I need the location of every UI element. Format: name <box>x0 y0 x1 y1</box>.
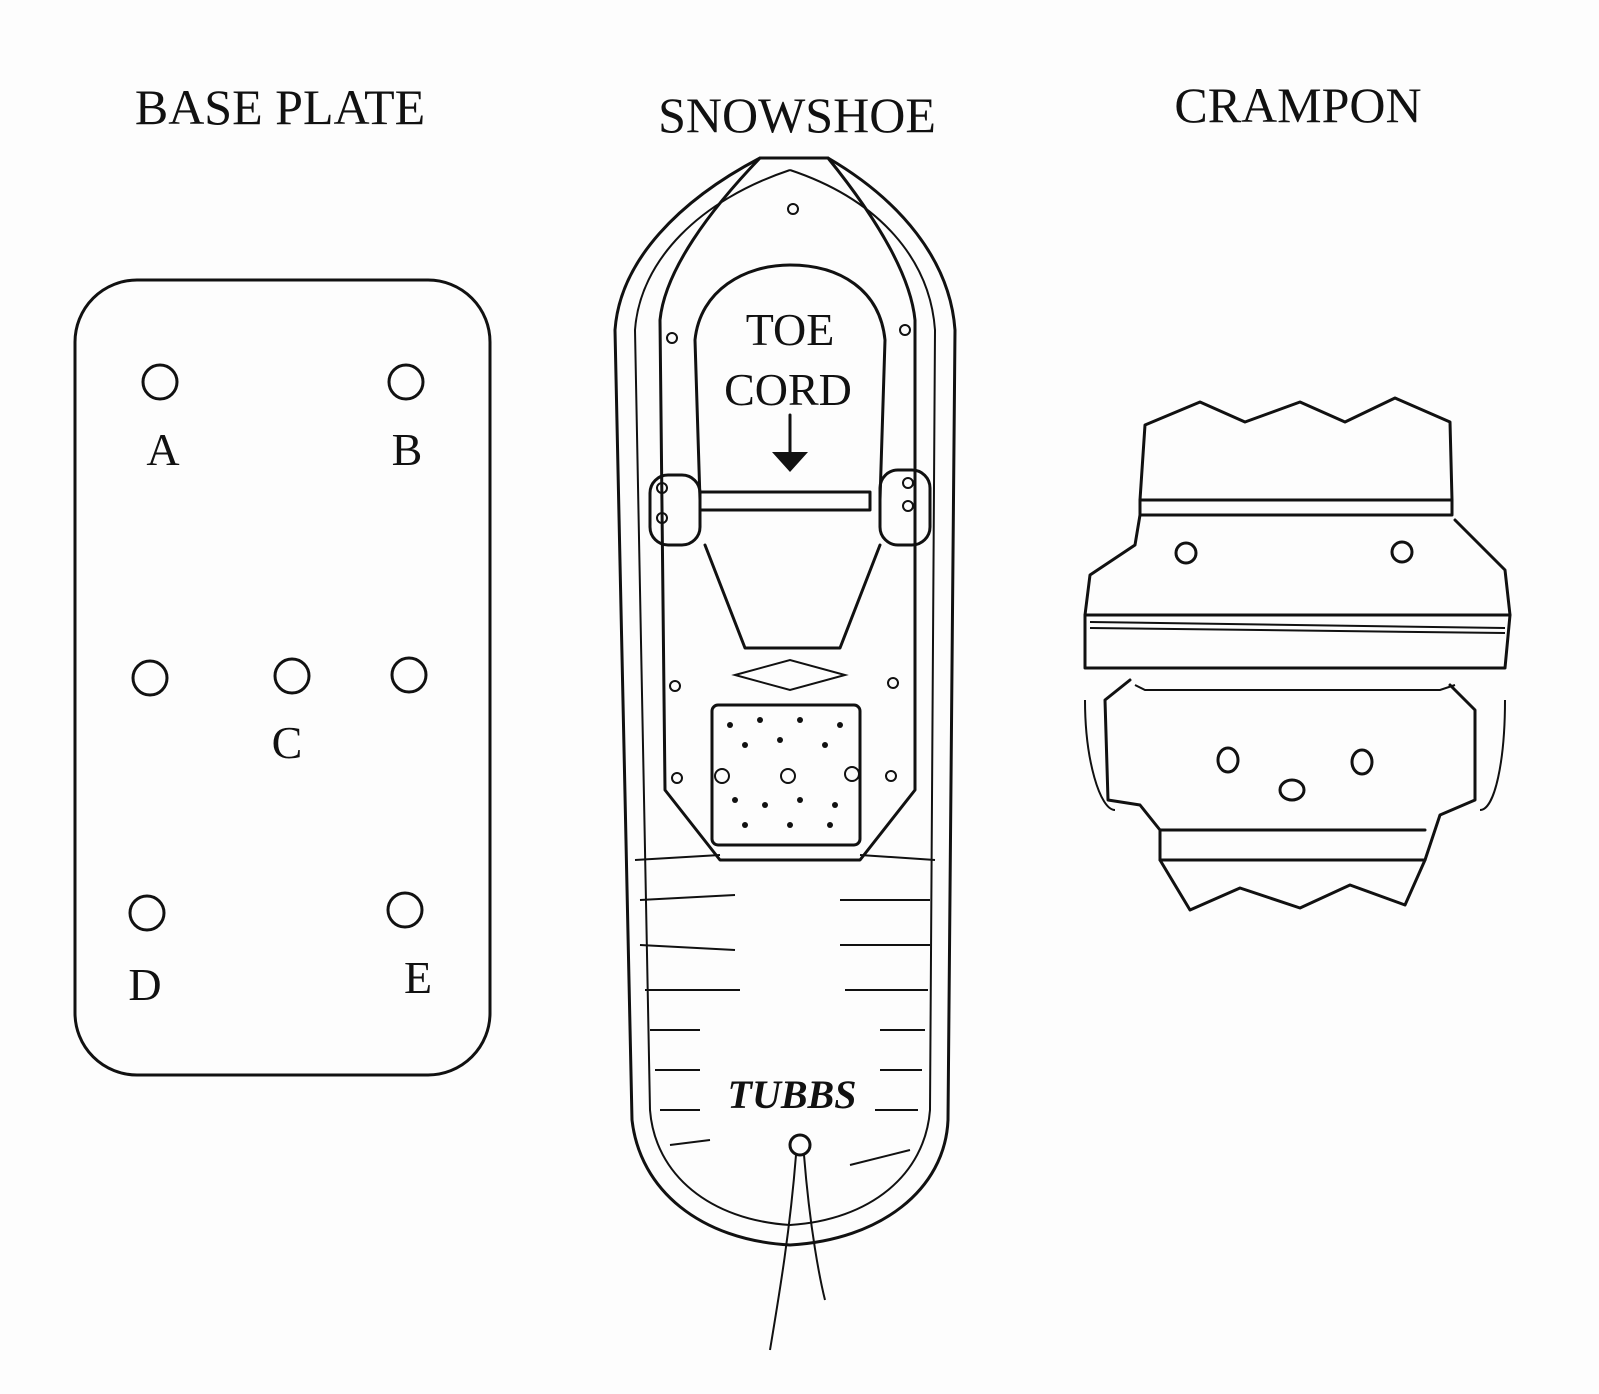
toe-cord <box>698 490 872 512</box>
crampon-hinge-bar <box>1083 613 1512 670</box>
snowshoe: TOE CORD TUBBS <box>613 156 957 1351</box>
title-snowshoe: SNOWSHOE <box>658 87 936 143</box>
snowshoe-inner-frame <box>633 169 937 1227</box>
pivot-rod <box>731 658 849 692</box>
tail-cord <box>769 1154 826 1351</box>
title-crampon: CRAMPON <box>1174 77 1421 133</box>
crampon-upper-plate <box>1083 513 1512 617</box>
crampon-rear-teeth <box>1158 858 1427 912</box>
cleat-dots <box>727 717 843 828</box>
toe-cord-label-line2: CORD <box>724 364 852 415</box>
snowshoe-decking <box>658 156 917 862</box>
hole-a <box>141 363 179 401</box>
hole-e <box>386 891 424 929</box>
crampon <box>1083 396 1512 912</box>
rivet-holes <box>656 203 914 784</box>
tubbs-logo: TUBBS <box>728 1072 857 1117</box>
crampon-hole-lower-left <box>1216 746 1240 774</box>
crampon-front-bar <box>1138 498 1454 517</box>
base-plate-outline <box>73 278 492 1077</box>
heel-cleat <box>710 703 862 847</box>
base-plate: A B C D E <box>73 278 492 1077</box>
label-a: A <box>146 424 179 475</box>
hole-b <box>387 363 425 401</box>
crampon-hole-lower-middle <box>1278 778 1306 802</box>
crampon-hole-upper-right <box>1390 540 1414 564</box>
hole-left-middle <box>131 659 169 697</box>
hole-right-middle <box>390 656 428 694</box>
right-binding-plate <box>878 468 932 547</box>
lacing <box>634 854 936 1166</box>
crampon-front-teeth <box>1138 396 1454 502</box>
title-base-plate: BASE PLATE <box>135 79 425 135</box>
hole-c <box>273 657 311 695</box>
toe-strap <box>703 543 882 650</box>
cleat-bolt-middle <box>780 768 796 784</box>
label-b: B <box>392 424 423 475</box>
label-c: C <box>272 717 303 768</box>
arrow-down-icon <box>772 413 808 472</box>
label-d: D <box>128 959 161 1010</box>
crampon-lower-frame <box>1103 678 1477 862</box>
cleat-bolt-left <box>714 768 730 784</box>
crampon-hole-upper-left <box>1174 541 1198 565</box>
hole-d <box>128 894 166 932</box>
crampon-side-rails <box>1084 684 1506 811</box>
toe-cord-opening <box>693 263 887 502</box>
tail-loop <box>788 1133 812 1157</box>
cleat-bolt-right <box>844 766 860 782</box>
toe-cord-label-line1: TOE <box>746 304 835 355</box>
snowshoe-outer-frame <box>613 156 957 1247</box>
crampon-hole-lower-right <box>1350 748 1374 776</box>
crampon-hinge-lines <box>1089 621 1506 634</box>
label-e: E <box>404 952 432 1003</box>
